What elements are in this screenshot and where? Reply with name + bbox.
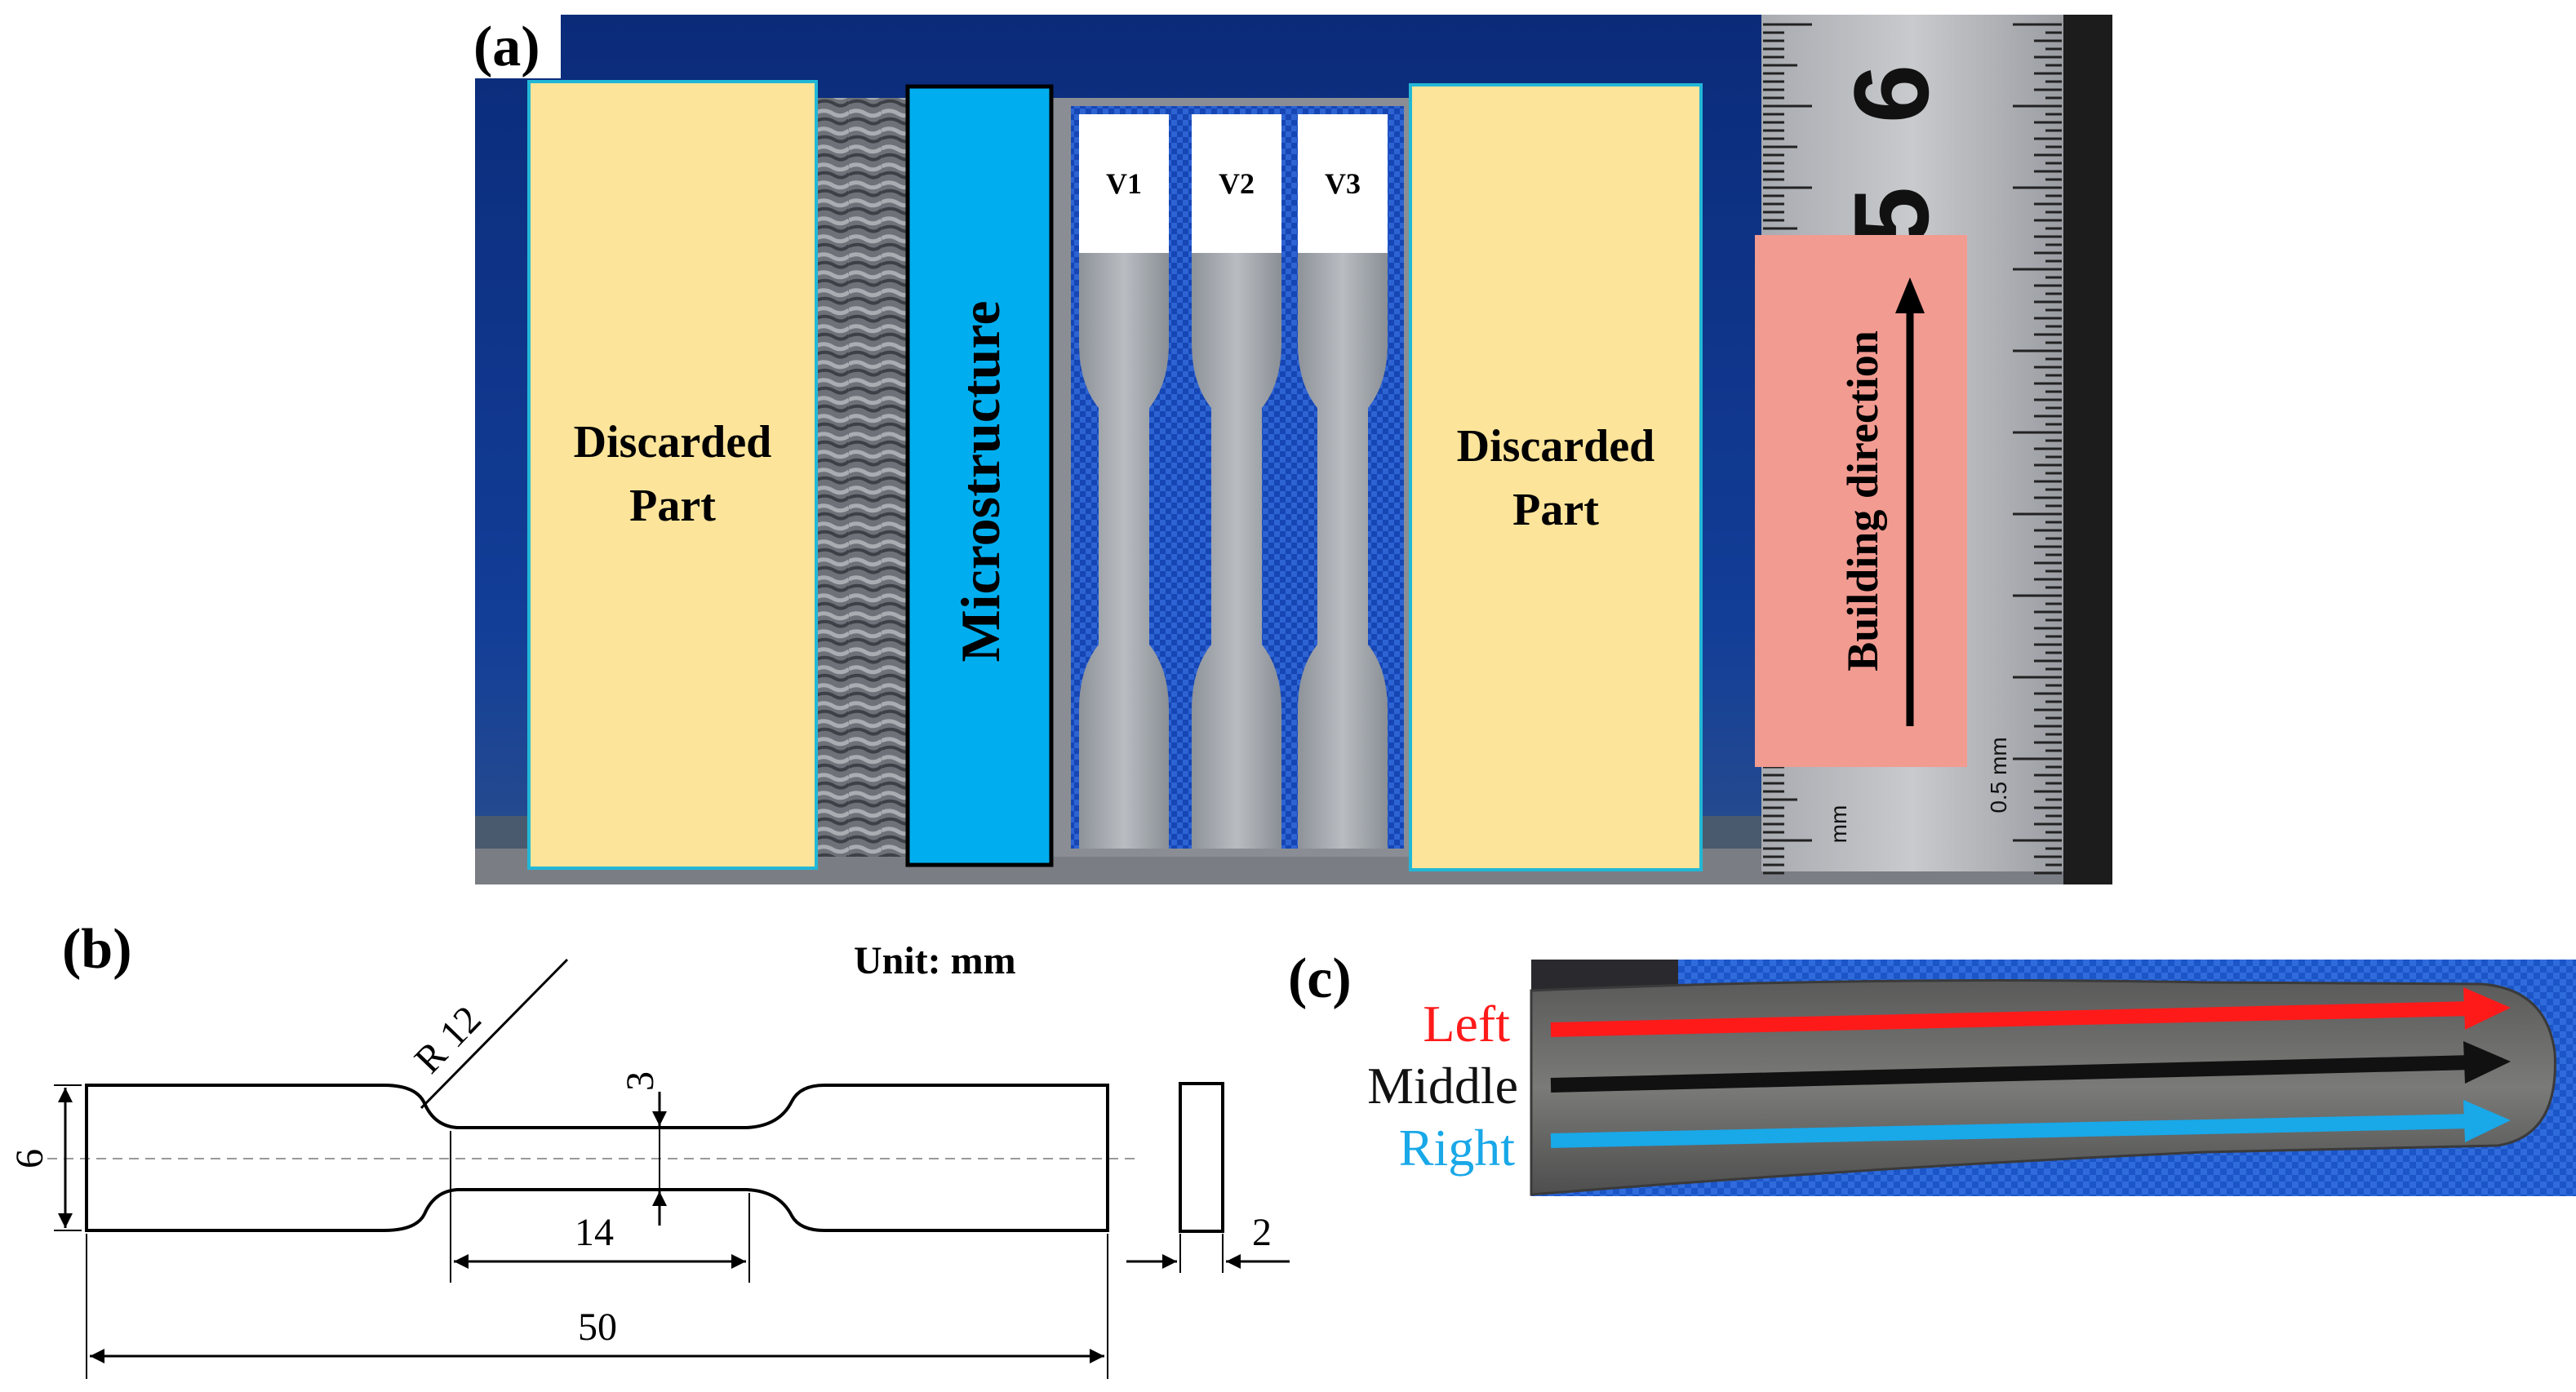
specimen-v1 — [1079, 114, 1169, 849]
middle-label: Middle — [1367, 1057, 1518, 1115]
middle-arrow-line — [1550, 1055, 2474, 1093]
dim-width: 6 — [8, 1149, 51, 1168]
dim-radius: R 12 — [406, 998, 490, 1082]
specimen-label-v3: V3 — [1325, 167, 1361, 200]
dim-gauge-length: 14 — [575, 1211, 614, 1254]
panel-b: (b) Unit: mm 6 3 R 12 14 50 — [8, 918, 1290, 1379]
panel-a-label: (a) — [473, 16, 540, 78]
panel-b-label: (b) — [62, 918, 132, 981]
specimen-v2 — [1192, 114, 1281, 849]
right-arrowhead — [2463, 1100, 2511, 1142]
rough-wall-surface — [818, 98, 908, 857]
ruler-unit-mm: mm — [1826, 805, 1851, 844]
unit-label: Unit: mm — [854, 939, 1016, 982]
dim-thickness: 2 — [1252, 1211, 1272, 1254]
right-arrow-line — [1550, 1114, 2474, 1148]
left-label: Left — [1423, 995, 1510, 1053]
left-arrowhead — [2463, 987, 2511, 1030]
left-discarded-part-box — [527, 80, 818, 870]
right-discarded-part-box — [1409, 83, 1703, 871]
ruler-digit-6: 6 — [1832, 64, 1951, 123]
side-view-outline — [1179, 1082, 1224, 1233]
left-discarded-line1: Discarded — [574, 417, 772, 468]
specimen-label-v1: V1 — [1106, 167, 1142, 200]
microstructure-label: Microstructure — [949, 300, 1011, 662]
right-discarded-line2: Part — [1512, 485, 1599, 535]
panel-c: (c) Left Middle Right — [1288, 947, 2576, 1196]
dogbone-outline — [85, 1084, 1109, 1232]
specimen-v3 — [1298, 114, 1388, 849]
building-direction-label: Building direction — [1838, 330, 1887, 672]
left-discarded-line2: Part — [629, 481, 716, 531]
dim-gauge-thickness: 3 — [619, 1071, 662, 1091]
specimen-label-v2: V2 — [1219, 167, 1255, 200]
right-label: Right — [1399, 1119, 1515, 1177]
building-direction-arrowhead — [1895, 277, 1925, 313]
microstructure-box — [905, 84, 1054, 867]
building-direction-box — [1755, 235, 1967, 767]
dim-total-length: 50 — [578, 1306, 617, 1349]
right-discarded-line1: Discarded — [1457, 421, 1655, 472]
middle-arrowhead — [2463, 1041, 2511, 1084]
ruler-unit-half-mm: 0.5 mm — [1986, 737, 2011, 813]
panel-a: V1 V2 V3 6 5 mm 0.5 mm Discarded Part Mi… — [469, 8, 2112, 884]
panel-c-label: (c) — [1288, 947, 1352, 1010]
left-arrow-line — [1550, 1001, 2474, 1037]
